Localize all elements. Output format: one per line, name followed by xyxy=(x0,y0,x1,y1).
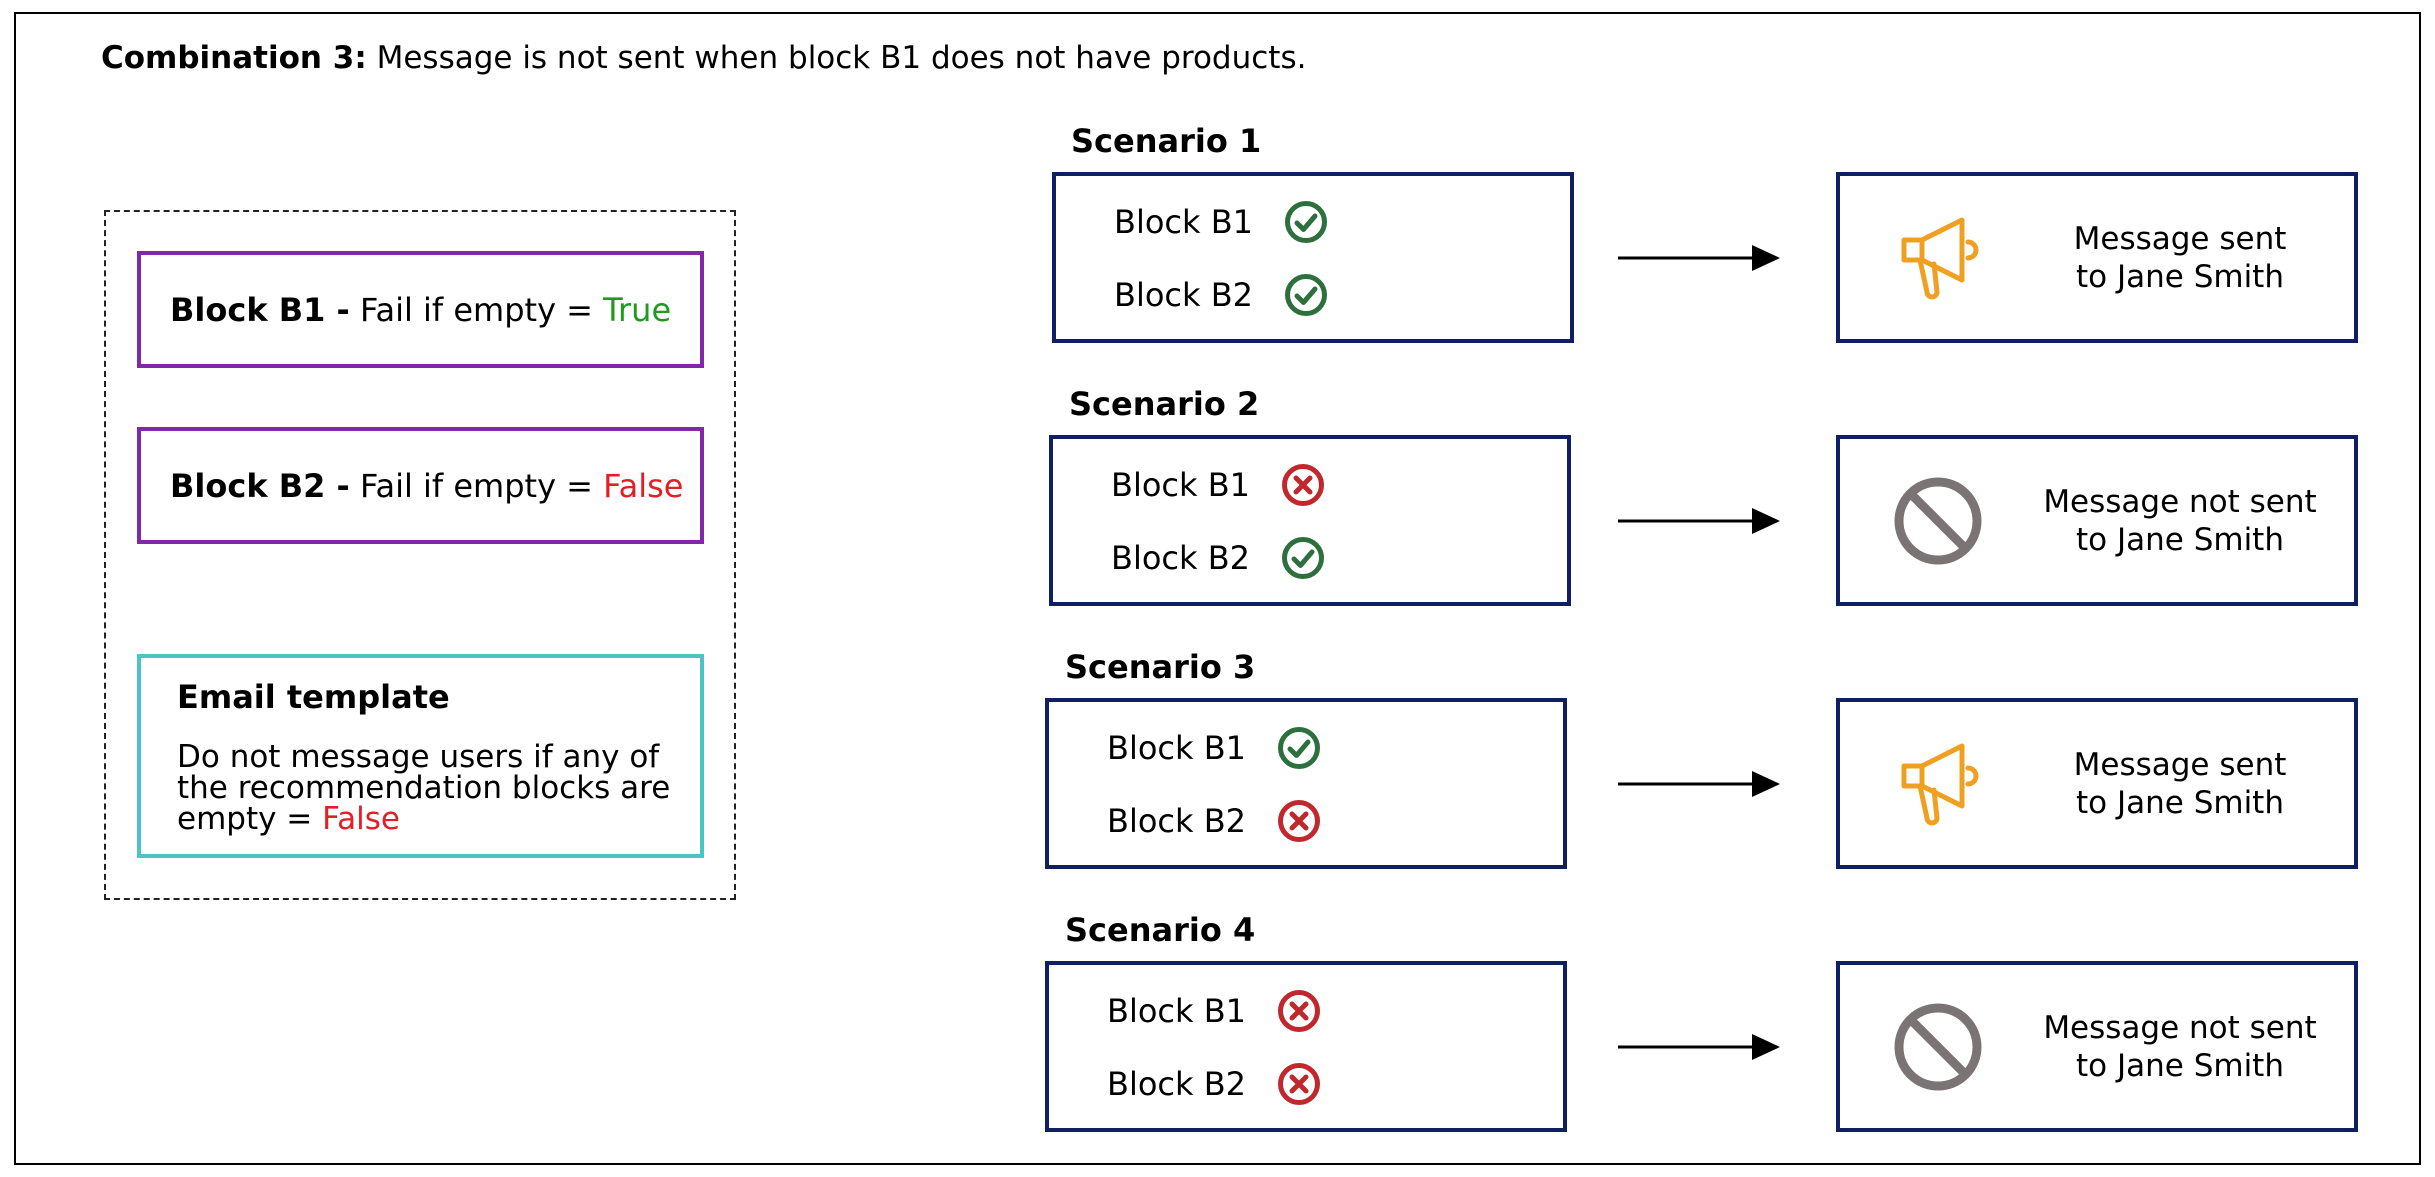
block-rule-value: True xyxy=(603,290,672,329)
heading-label: Combination 3: xyxy=(101,40,367,76)
row-label: Block B1 xyxy=(1107,992,1247,1030)
outcome-line-1: Message not sent xyxy=(2043,484,2317,520)
outcome-line-1: Message not sent xyxy=(2043,1010,2317,1046)
row-label: Block B1 xyxy=(1107,729,1247,767)
row-label: Block B2 xyxy=(1111,539,1251,577)
scenario-row: Block B1 xyxy=(1107,989,1321,1033)
email-template-title: Email template xyxy=(177,678,450,716)
scenario-row: Block B2 xyxy=(1107,799,1321,843)
cross-icon xyxy=(1277,1062,1321,1106)
check-icon xyxy=(1284,273,1328,317)
cross-icon xyxy=(1277,799,1321,843)
prohibited-icon xyxy=(1894,1003,1982,1091)
block-rule: Fail if empty = xyxy=(359,466,593,505)
scenario-1-box: Block B1 Block B2 xyxy=(1052,172,1574,343)
check-icon xyxy=(1277,726,1321,770)
email-template-text: Do not message users if any of the recom… xyxy=(177,742,697,835)
outcome-line-2: to Jane Smith xyxy=(2076,1048,2284,1084)
block-b1-setting: Block B1 - Fail if empty = True xyxy=(137,251,704,368)
megaphone-icon xyxy=(1901,743,1979,826)
scenario-1-title: Scenario 1 xyxy=(1071,122,1262,160)
arrow-icon xyxy=(1618,245,1780,271)
outcome-line-1: Message sent xyxy=(2073,747,2287,783)
scenario-row: Block B1 xyxy=(1111,463,1325,507)
scenario-2-box: Block B1 Block B2 xyxy=(1049,435,1571,606)
scenario-row: Block B2 xyxy=(1107,1062,1321,1106)
scenario-row: Block B2 xyxy=(1111,536,1325,580)
heading-text: Message is not sent when block B1 does n… xyxy=(376,40,1307,76)
email-template-rule: Do not message users if any of the recom… xyxy=(177,739,671,837)
row-label: Block B2 xyxy=(1107,802,1247,840)
block-name: Block B1 - xyxy=(170,290,350,329)
outcome-line-2: to Jane Smith xyxy=(2076,259,2284,295)
block-b2-setting: Block B2 - Fail if empty = False xyxy=(137,427,704,544)
cross-icon xyxy=(1277,989,1321,1033)
scenario-2-title: Scenario 2 xyxy=(1069,385,1260,423)
block-name: Block B2 - xyxy=(170,466,350,505)
scenario-3-box: Block B1 Block B2 xyxy=(1045,698,1567,869)
scenario-row: Block B1 xyxy=(1114,200,1328,244)
block-rule: Fail if empty = xyxy=(359,290,593,329)
row-label: Block B2 xyxy=(1114,276,1254,314)
row-label: Block B1 xyxy=(1111,466,1251,504)
scenario-row: Block B2 xyxy=(1114,273,1328,317)
settings-group xyxy=(104,210,736,900)
row-label: Block B2 xyxy=(1107,1065,1247,1103)
scenario-4-title: Scenario 4 xyxy=(1065,911,1256,949)
outcome-line-1: Message sent xyxy=(2073,221,2287,257)
prohibited-icon xyxy=(1894,477,1982,565)
cross-icon xyxy=(1281,463,1325,507)
arrow-icon xyxy=(1618,771,1780,797)
arrow-icon xyxy=(1618,1034,1780,1060)
email-template-box: Email template Do not message users if a… xyxy=(137,654,704,858)
arrow-icon xyxy=(1618,508,1780,534)
diagram-frame xyxy=(14,12,2421,1165)
row-label: Block B1 xyxy=(1114,203,1254,241)
scenario-row: Block B1 xyxy=(1107,726,1321,770)
scenario-3-title: Scenario 3 xyxy=(1065,648,1256,686)
scenario-4-box: Block B1 Block B2 xyxy=(1045,961,1567,1132)
email-template-value: False xyxy=(322,801,400,837)
diagram-heading: Combination 3: Message is not sent when … xyxy=(101,40,1306,76)
check-icon xyxy=(1284,200,1328,244)
block-rule-value: False xyxy=(603,466,684,505)
check-icon xyxy=(1281,536,1325,580)
megaphone-icon xyxy=(1901,217,1979,300)
outcome-line-2: to Jane Smith xyxy=(2076,785,2284,821)
outcome-line-2: to Jane Smith xyxy=(2076,522,2284,558)
